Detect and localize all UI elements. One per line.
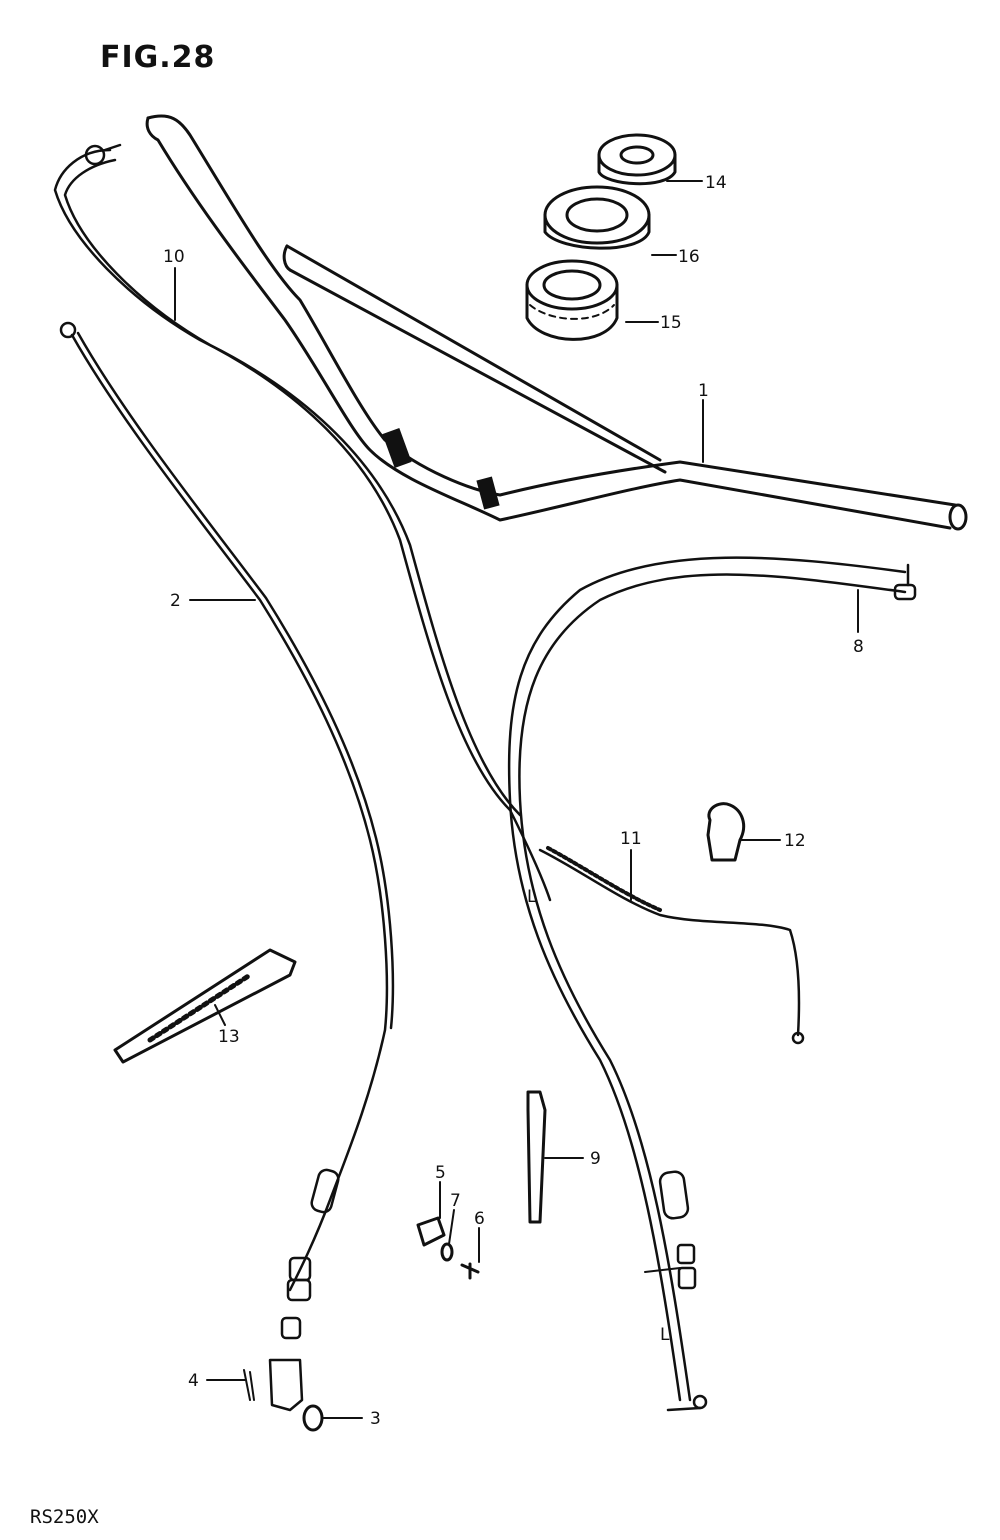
brake-cable: [507, 556, 917, 1412]
callout-16: 16: [678, 247, 700, 267]
callout-10: 10: [163, 247, 185, 267]
clutch-cable: [59, 321, 395, 1412]
callout-2: 2: [170, 591, 181, 611]
bolt-part: [302, 1404, 324, 1432]
strap-part: [113, 948, 297, 1064]
small-fasteners: [416, 1216, 480, 1280]
callout-l-upper: L: [527, 887, 537, 907]
callout-13: 13: [218, 1027, 240, 1047]
callout-14: 14: [705, 173, 727, 193]
model-code: RS250X: [30, 1506, 99, 1528]
bearing-parts: [525, 133, 677, 341]
starter-cable: [538, 846, 805, 1045]
callout-7: 7: [450, 1191, 461, 1211]
callout-1: 1: [698, 381, 709, 401]
callout-6: 6: [474, 1209, 485, 1229]
callout-15: 15: [660, 313, 682, 333]
tie-part: [526, 1090, 547, 1224]
callout-l-lower: L: [660, 1325, 670, 1345]
callout-11: 11: [620, 829, 642, 849]
figure-title: FIG.28: [100, 40, 216, 75]
callout-5: 5: [435, 1163, 446, 1183]
callout-12: 12: [784, 831, 806, 851]
handlebar: [145, 114, 968, 531]
callout-8: 8: [853, 637, 864, 657]
clamp-part: [706, 802, 746, 862]
leader-lines: [174, 180, 859, 1419]
callout-9: 9: [590, 1149, 601, 1169]
callout-3: 3: [370, 1409, 381, 1429]
callout-4: 4: [188, 1371, 199, 1391]
throttle-cable: [53, 143, 552, 902]
